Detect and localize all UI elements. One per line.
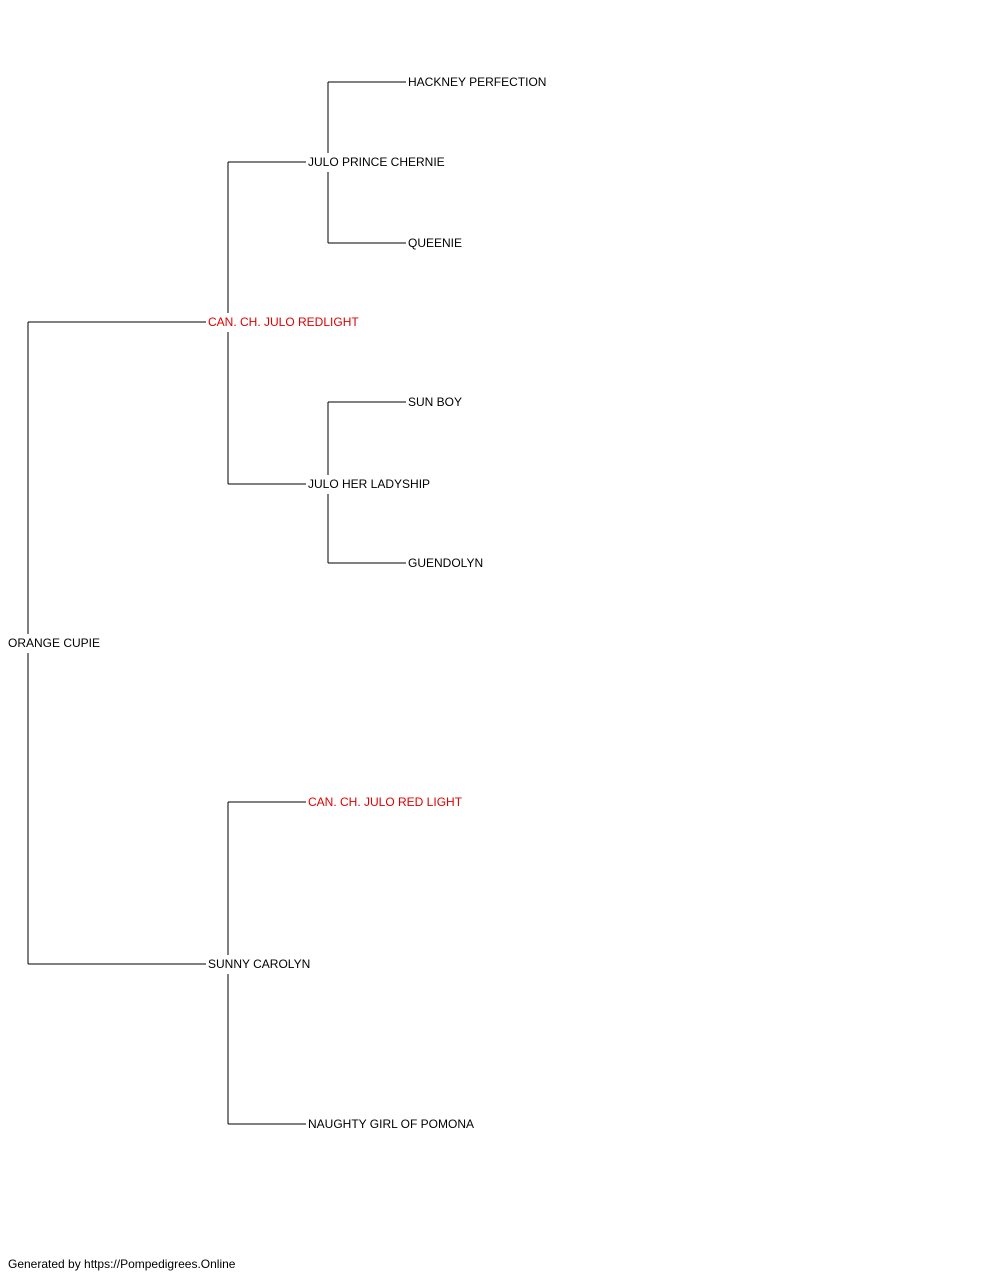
dog-name-hackney-perfection: HACKNEY PERFECTION bbox=[408, 75, 546, 89]
dog-name-sunny-carolyn: SUNNY CAROLYN bbox=[208, 957, 310, 971]
pedigree-tree: ORANGE CUPIE CAN. CH. JULO REDLIGHT JULO P… bbox=[8, 75, 546, 1131]
dog-name-can-ch-julo-redlight: CAN. CH. JULO REDLIGHT bbox=[208, 315, 359, 329]
dog-name-guendolyn: GUENDOLYN bbox=[408, 556, 483, 570]
dog-name-julo-her-ladyship: JULO HER LADYSHIP bbox=[308, 477, 430, 491]
dog-name-sun-boy: SUN BOY bbox=[408, 395, 462, 409]
dog-name-queenie: QUEENIE bbox=[408, 236, 462, 250]
dog-name-naughty-girl-of-pomona: NAUGHTY GIRL OF POMONA bbox=[308, 1117, 474, 1131]
dog-name-orange-cupie: ORANGE CUPIE bbox=[8, 636, 100, 650]
dog-name-julo-prince-chernie: JULO PRINCE CHERNIE bbox=[308, 155, 445, 169]
dog-name-can-ch-julo-red-light: CAN. CH. JULO RED LIGHT bbox=[308, 795, 463, 809]
footer-credit: Generated by https://Pompedigrees.Online bbox=[8, 1257, 236, 1271]
